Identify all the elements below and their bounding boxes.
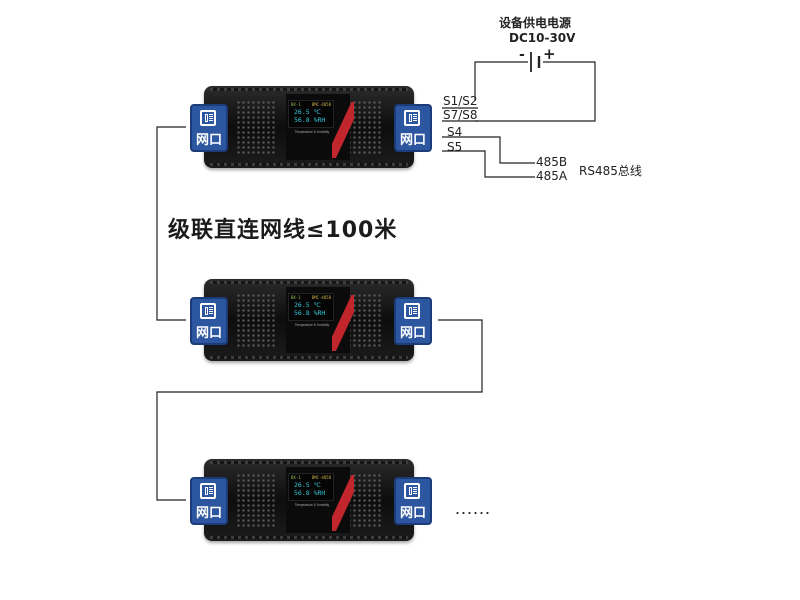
humidity-reading: 56.8 %RH [294, 116, 326, 124]
power-wire-positive [475, 61, 596, 122]
device-1: BX-1 BMC-485B 26.5 ℃ 56.8 %RH Temperature… [190, 86, 432, 168]
ethernet-port-label: 网口 [195, 133, 222, 148]
lcd-screen: BX-1 BMC-485B 26.5 ℃ 56.8 %RH [288, 473, 334, 501]
temperature-reading: 26.5 ℃ [294, 481, 321, 489]
vent-grille-left [236, 473, 276, 527]
device-caption: Temperature & Humidity [294, 130, 330, 134]
terminal-s7s8-label: S7/S8 [443, 108, 478, 122]
humidity-reading: 56.8 %RH [294, 309, 326, 317]
ethernet-port-label: 网口 [399, 506, 426, 521]
ethernet-port-label: 网口 [195, 326, 222, 341]
power-plus-sign: + [543, 45, 556, 63]
cascade-cable-note: 级联直连网线≤100米 [168, 218, 398, 243]
ethernet-port-icon [404, 110, 420, 126]
screen-protocol-label: BMC-485B [311, 102, 331, 107]
accent-stripe [332, 295, 354, 351]
continuation-ellipsis: ...... [455, 498, 492, 518]
terminal-s1s2-label: S1/S2 [443, 94, 478, 108]
terminal-s5-label: S5 [447, 140, 463, 154]
ethernet-port-label: 网口 [195, 506, 222, 521]
ethernet-port-left[interactable]: 网口 [190, 477, 228, 525]
humidity-reading: 56.8 %RH [294, 489, 326, 497]
ethernet-port-icon [200, 483, 216, 499]
accent-stripe [332, 475, 354, 531]
screen-protocol-label: BMC-485B [311, 295, 331, 300]
power-voltage-label: DC10-30V [509, 31, 576, 45]
device-3: BX-1 BMC-485B 26.5 ℃ 56.8 %RH Temperature… [190, 459, 432, 541]
lcd-screen: BX-1 BMC-485B 26.5 ℃ 56.8 %RH [288, 100, 334, 128]
power-wire-negative [474, 61, 528, 101]
screen-model-label: BX-1 [291, 295, 301, 300]
power-supply-title: 设备供电电源 [499, 16, 572, 30]
cascade-cable-2 [156, 319, 483, 501]
accent-stripe [332, 102, 354, 158]
ethernet-port-left[interactable]: 网口 [190, 297, 228, 345]
ethernet-port-icon [200, 110, 216, 126]
vent-grille-left [236, 100, 276, 154]
temperature-reading: 26.5 ℃ [294, 301, 321, 309]
screen-protocol-label: BMC-485B [311, 475, 331, 480]
ethernet-port-left[interactable]: 网口 [190, 104, 228, 152]
terminal-s4-label: S4 [447, 125, 463, 139]
ethernet-port-right[interactable]: 网口 [394, 477, 432, 525]
power-minus-sign: - [519, 47, 525, 63]
ethernet-port-label: 网口 [399, 133, 426, 148]
ethernet-port-icon [404, 483, 420, 499]
rs485-a-wire [442, 150, 535, 178]
rs485-b-label: 485B [536, 155, 568, 169]
ethernet-port-icon [404, 303, 420, 319]
ethernet-port-right[interactable]: 网口 [394, 297, 432, 345]
ethernet-port-right[interactable]: 网口 [394, 104, 432, 152]
rs485-a-label: 485A [536, 169, 568, 183]
vent-grille-left [236, 293, 276, 347]
temperature-reading: 26.5 ℃ [294, 108, 321, 116]
device-caption: Temperature & Humidity [294, 323, 330, 327]
device-caption: Temperature & Humidity [294, 503, 330, 507]
cascade-cable-1 [156, 126, 186, 321]
rs485-b-wire [442, 136, 535, 164]
screen-model-label: BX-1 [291, 475, 301, 480]
device-2: BX-1 BMC-485B 26.5 ℃ 56.8 %RH Temperature… [190, 279, 432, 361]
screen-model-label: BX-1 [291, 102, 301, 107]
ethernet-port-icon [200, 303, 216, 319]
ethernet-port-label: 网口 [399, 326, 426, 341]
lcd-screen: BX-1 BMC-485B 26.5 ℃ 56.8 %RH [288, 293, 334, 321]
rs485-bus-label: RS485总线 [579, 164, 642, 178]
